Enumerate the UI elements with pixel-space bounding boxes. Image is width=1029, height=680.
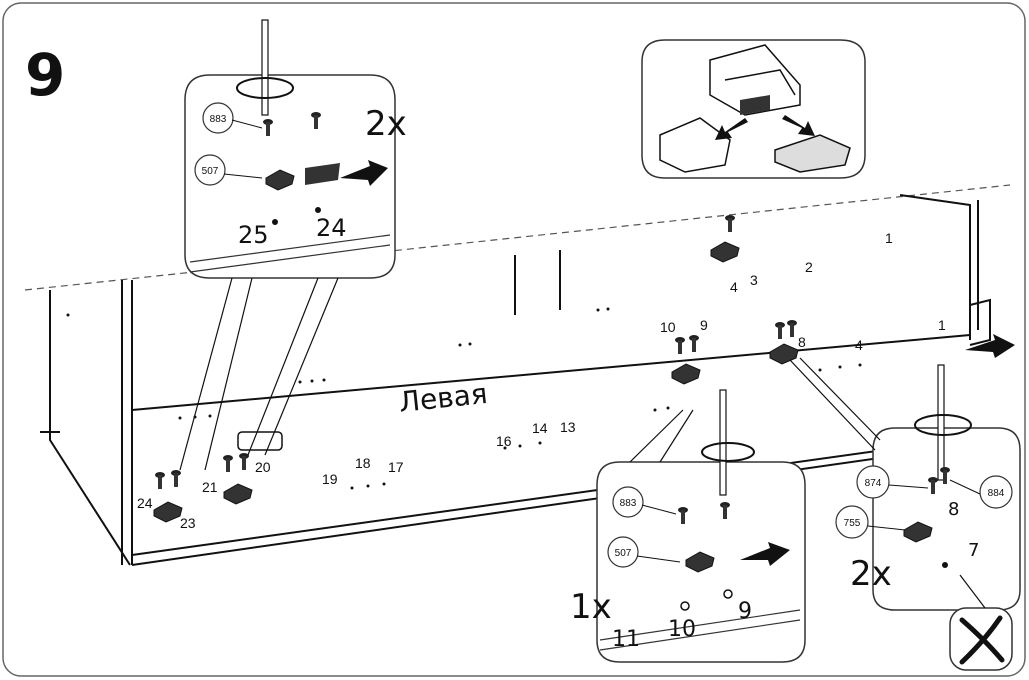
hole-number: 4 xyxy=(855,337,863,353)
part-code: 883 xyxy=(210,114,227,125)
quantity-label: 2x xyxy=(850,554,892,594)
arrow-icon xyxy=(740,542,790,566)
hole-dots xyxy=(66,307,862,490)
hole-number: 24 xyxy=(316,214,347,242)
panel-hardware xyxy=(153,215,799,523)
part-code: 507 xyxy=(202,166,219,177)
hole-number: 21 xyxy=(202,479,218,495)
hole-number: 2 xyxy=(805,259,813,275)
cross-icon xyxy=(949,574,1013,671)
arrow-icon xyxy=(782,115,815,136)
hole-number: 8 xyxy=(948,499,959,520)
part-code: 507 xyxy=(615,548,632,559)
part-code: 883 xyxy=(620,498,637,509)
hole-number: 4 xyxy=(730,279,738,295)
hole-number: 24 xyxy=(137,495,153,511)
arrow-icon xyxy=(965,334,1015,358)
hole-number: 3 xyxy=(750,272,758,288)
screwdriver-icon xyxy=(701,389,755,496)
hole-number: 23 xyxy=(180,515,196,531)
callout-bottom-middle: 883 507 1x 11 10 9 xyxy=(570,389,806,663)
hole-number: 9 xyxy=(700,317,708,333)
arrow-icon xyxy=(715,118,748,140)
part-code: 755 xyxy=(844,518,861,529)
screwdriver-icon xyxy=(914,364,972,481)
hole-number: 18 xyxy=(355,455,371,471)
callout-top-left: 883 507 2x 25 24 xyxy=(179,19,407,471)
hole-number: 11 xyxy=(612,627,640,652)
hole-number: 19 xyxy=(322,471,338,487)
hole-number: 9 xyxy=(738,599,752,624)
arrow-icon xyxy=(340,160,388,186)
hole-number: 7 xyxy=(968,540,979,561)
hole-number: 17 xyxy=(388,459,404,475)
hole-number: 20 xyxy=(255,459,271,475)
callout-top-right-detail xyxy=(641,39,866,179)
top-edge-dashed-line xyxy=(24,184,1011,291)
hole-number: 1 xyxy=(938,317,946,333)
hole-number: 8 xyxy=(798,334,806,350)
hole-number: 10 xyxy=(668,617,696,642)
quantity-label: 2x xyxy=(365,104,407,144)
hole-number: 14 xyxy=(532,420,548,436)
quantity-label: 1x xyxy=(570,587,612,627)
screwdriver-icon xyxy=(236,19,294,116)
hole-number: 16 xyxy=(496,433,512,449)
hole-number: 10 xyxy=(660,319,676,335)
part-code: 874 xyxy=(865,478,882,489)
cabinet-outline xyxy=(40,194,991,566)
part-code: 884 xyxy=(988,488,1005,499)
callout-bottom-right: 874 884 755 8 7 2x xyxy=(789,334,1021,671)
hole-number: 1 xyxy=(885,230,893,246)
hole-number: 13 xyxy=(560,419,576,435)
hole-number: 25 xyxy=(238,221,269,249)
step-number: 9 xyxy=(25,41,65,109)
